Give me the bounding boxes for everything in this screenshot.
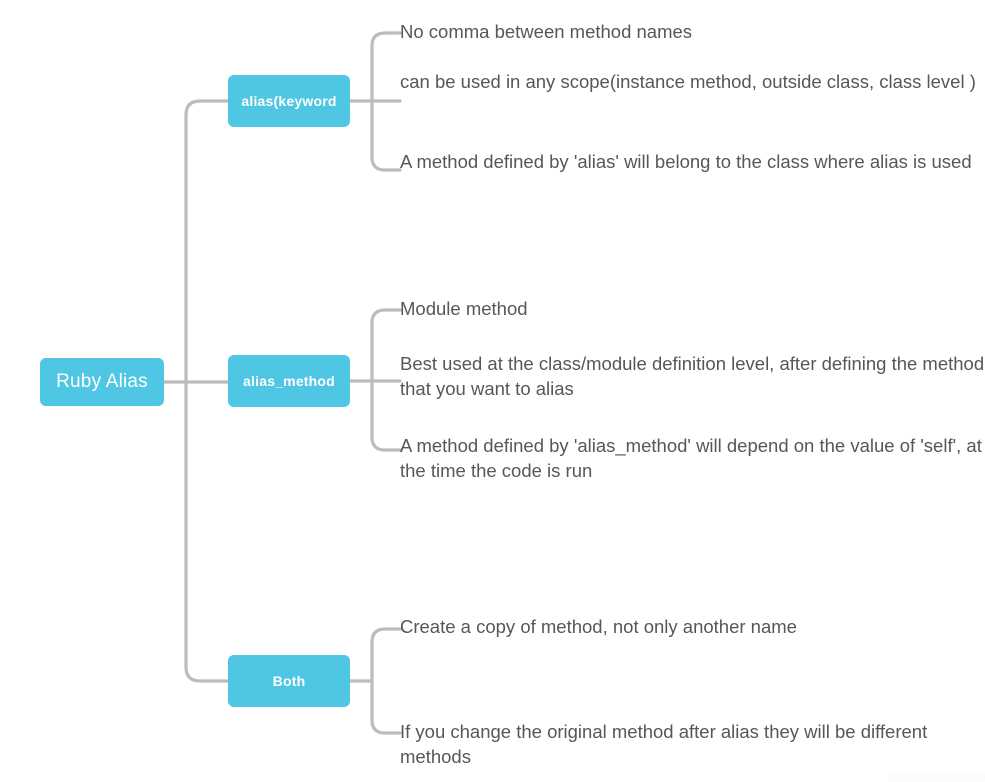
bottom-edge-artifact [888, 772, 985, 782]
leaf-node-text[interactable]: Module method [400, 298, 528, 319]
connector-b2-leaf-3 [370, 379, 402, 452]
connector-b1-leaf-1 [370, 31, 402, 103]
connector-b3-leaf-2 [370, 679, 402, 735]
leaf-node-text[interactable]: can be used in any scope(instance method… [400, 71, 976, 92]
leaf-node-text[interactable]: No comma between method names [400, 21, 693, 42]
connector-b2-leaf-1 [370, 308, 402, 383]
connector-root-spine-top [184, 99, 230, 384]
leaf-node-text[interactable]: A method defined by 'alias' will belong … [400, 151, 972, 172]
leaf-node-text[interactable]: Best used at the class/module definition… [400, 353, 985, 399]
connector-b3-leaf-1 [370, 627, 402, 683]
node-branch-label: Both [272, 673, 306, 689]
leaf-node-text[interactable]: A method defined by 'alias_method' will … [400, 435, 982, 481]
node-branch-alias-method[interactable]: alias_method [228, 355, 350, 407]
node-branch-both[interactable]: Both [228, 655, 350, 707]
connector-b1-leaf-3 [370, 99, 402, 172]
node-root-label: Ruby Alias [56, 371, 148, 392]
node-root-ruby-alias[interactable]: Ruby Alias [40, 358, 164, 406]
leaf-node-text[interactable]: If you change the original method after … [400, 721, 928, 767]
node-branch-label: alias(keyword [241, 93, 337, 109]
node-branch-alias-keyword[interactable]: alias(keyword [228, 75, 350, 127]
node-branch-label: alias_method [243, 373, 335, 389]
leaf-node-text[interactable]: Create a copy of method, not only anothe… [400, 616, 797, 637]
connector-root-spine-bottom [184, 380, 230, 683]
